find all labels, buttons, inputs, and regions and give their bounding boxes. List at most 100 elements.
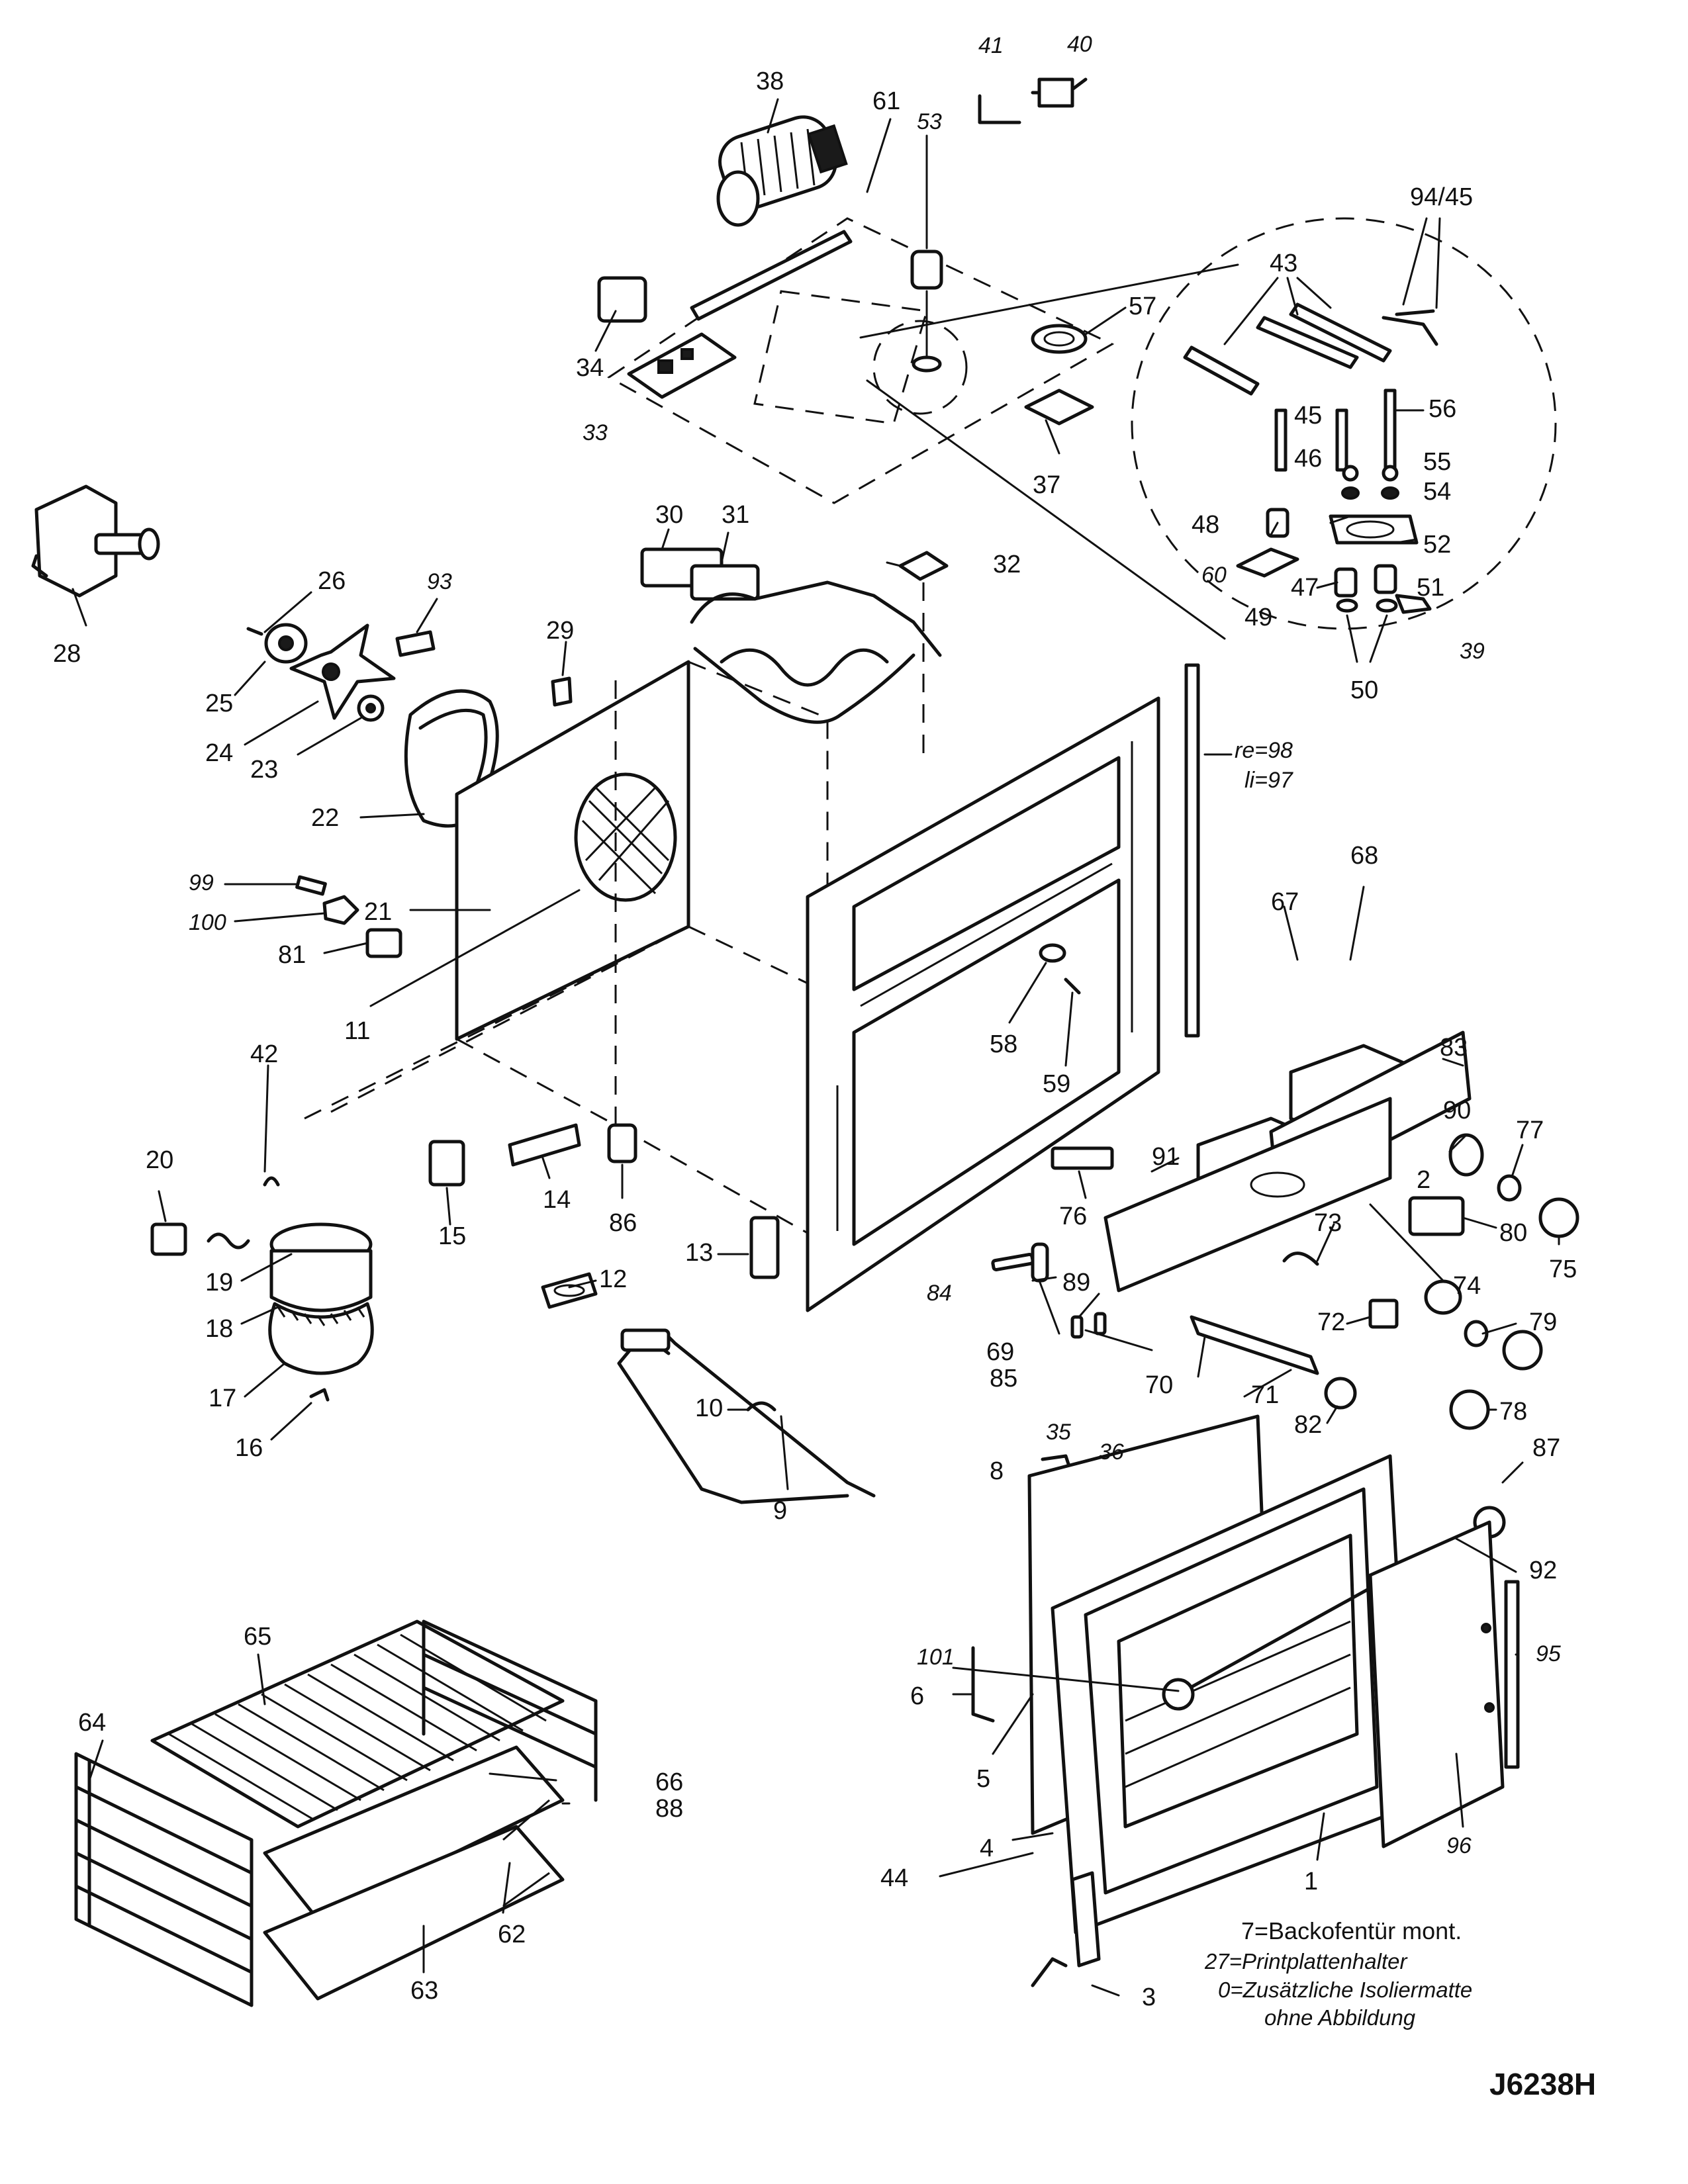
label-67: 67 — [1271, 888, 1299, 916]
control-section — [991, 1030, 1579, 1430]
label-42: 42 — [250, 1040, 278, 1068]
label-61: 61 — [872, 87, 900, 115]
part-18-shape — [269, 1249, 373, 1312]
label-86: 86 — [609, 1209, 637, 1237]
label-30: 30 — [655, 501, 683, 529]
label-29: 29 — [546, 617, 574, 645]
label-72: 72 — [1317, 1308, 1345, 1336]
label-57: 57 — [1129, 293, 1156, 320]
part-95-shape — [1504, 1580, 1520, 1769]
side-trim-part — [1184, 663, 1200, 1038]
label-65: 65 — [244, 1623, 271, 1651]
label-74: 74 — [1453, 1272, 1481, 1300]
label-91: 91 — [1152, 1143, 1180, 1171]
label-28: 28 — [53, 640, 81, 668]
label-36: 36 — [1099, 1439, 1124, 1465]
part-76-shape — [1051, 1146, 1114, 1170]
front-panel-91 — [1103, 1097, 1392, 1293]
label-4: 4 — [980, 1835, 994, 1862]
label-20: 20 — [146, 1146, 173, 1174]
part-8-shape — [1041, 1454, 1071, 1468]
part-93-shape — [395, 630, 436, 657]
label-64: 64 — [78, 1709, 106, 1737]
label-54: 54 — [1423, 478, 1451, 506]
label-100: 100 — [189, 910, 226, 935]
label-69: 69 — [986, 1338, 1014, 1366]
legend-line-1: 7=Backofentür mont. — [1241, 1917, 1462, 1944]
left-upper-parts — [31, 484, 573, 958]
label-14: 14 — [543, 1186, 571, 1214]
part-100-shape — [322, 895, 359, 925]
part-20-shape — [150, 1222, 187, 1256]
label-16: 16 — [235, 1434, 263, 1462]
label-88: 88 — [655, 1795, 683, 1823]
part-42-shape — [263, 1176, 280, 1187]
bottom-element — [617, 1328, 1071, 1504]
part-31-shape — [690, 564, 760, 601]
part-37-shape — [1024, 388, 1094, 426]
hinge-3-shape — [1070, 1871, 1101, 1968]
part-86-shape — [607, 1123, 637, 1163]
part-82-shape — [1324, 1377, 1357, 1410]
part-32-shape — [898, 551, 949, 581]
pcb-part-33 — [627, 332, 737, 399]
label-51: 51 — [1417, 574, 1444, 602]
detail-circle — [1131, 217, 1557, 630]
side-note-left: li=97 — [1244, 768, 1293, 793]
label-55: 55 — [1423, 448, 1451, 476]
label-47: 47 — [1291, 574, 1319, 602]
label-6: 6 — [910, 1682, 924, 1710]
label-44: 44 — [880, 1864, 908, 1892]
knob-75-shape — [1538, 1197, 1579, 1238]
label-59: 59 — [1043, 1070, 1070, 1098]
label-25: 25 — [205, 690, 233, 717]
label-34: 34 — [576, 354, 604, 382]
front-frame — [806, 663, 1233, 1312]
top-assembly — [597, 77, 1239, 640]
part-6-shape — [971, 1646, 995, 1723]
label-17: 17 — [209, 1385, 236, 1412]
label-60: 60 — [1201, 563, 1227, 588]
side-note-right: re=98 — [1235, 738, 1293, 763]
label-71: 71 — [1251, 1381, 1279, 1409]
part-72-shape — [1368, 1298, 1399, 1329]
label-53: 53 — [917, 109, 942, 134]
part-57-shape — [1031, 324, 1088, 354]
part-26-shape — [246, 627, 263, 636]
knob-79-shape — [1502, 1330, 1543, 1371]
label-62: 62 — [498, 1921, 526, 1948]
part-labels: 38 41 40 53 61 94/45 43 57 34 33 37 45 5… — [53, 32, 1577, 2011]
leader-lines — [71, 98, 1560, 1997]
label-79: 79 — [1529, 1308, 1557, 1336]
label-19: 19 — [205, 1269, 233, 1297]
label-80: 80 — [1499, 1219, 1527, 1247]
label-87: 87 — [1532, 1434, 1560, 1462]
label-5: 5 — [976, 1765, 990, 1793]
label-95: 95 — [1536, 1641, 1561, 1666]
label-85: 85 — [990, 1365, 1017, 1392]
legend-line-3: 0=Zusätzliche Isoliermatte — [1218, 1978, 1472, 2002]
front-frame-shape — [806, 696, 1160, 1312]
legend-line-2: 27=Printplattenhalter — [1204, 1949, 1408, 1974]
label-75: 75 — [1549, 1255, 1577, 1283]
label-101: 101 — [917, 1645, 955, 1670]
label-93: 93 — [427, 569, 452, 594]
label-63: 63 — [410, 1977, 438, 2005]
label-70: 70 — [1145, 1371, 1173, 1399]
label-1: 1 — [1304, 1868, 1318, 1895]
label-8: 8 — [990, 1457, 1004, 1485]
label-66: 66 — [655, 1768, 683, 1796]
label-41: 41 — [978, 33, 1004, 58]
label-24: 24 — [205, 739, 233, 767]
label-90: 90 — [1443, 1097, 1471, 1124]
part-16-shape — [309, 1388, 330, 1402]
label-92: 92 — [1529, 1557, 1557, 1584]
label-18: 18 — [205, 1315, 233, 1343]
racks — [74, 1619, 598, 2007]
label-83: 83 — [1440, 1034, 1468, 1062]
label-10: 10 — [695, 1394, 723, 1422]
part-60-shape — [1236, 547, 1299, 578]
part-14-shape — [508, 1123, 581, 1167]
part-53-shape — [910, 250, 943, 290]
